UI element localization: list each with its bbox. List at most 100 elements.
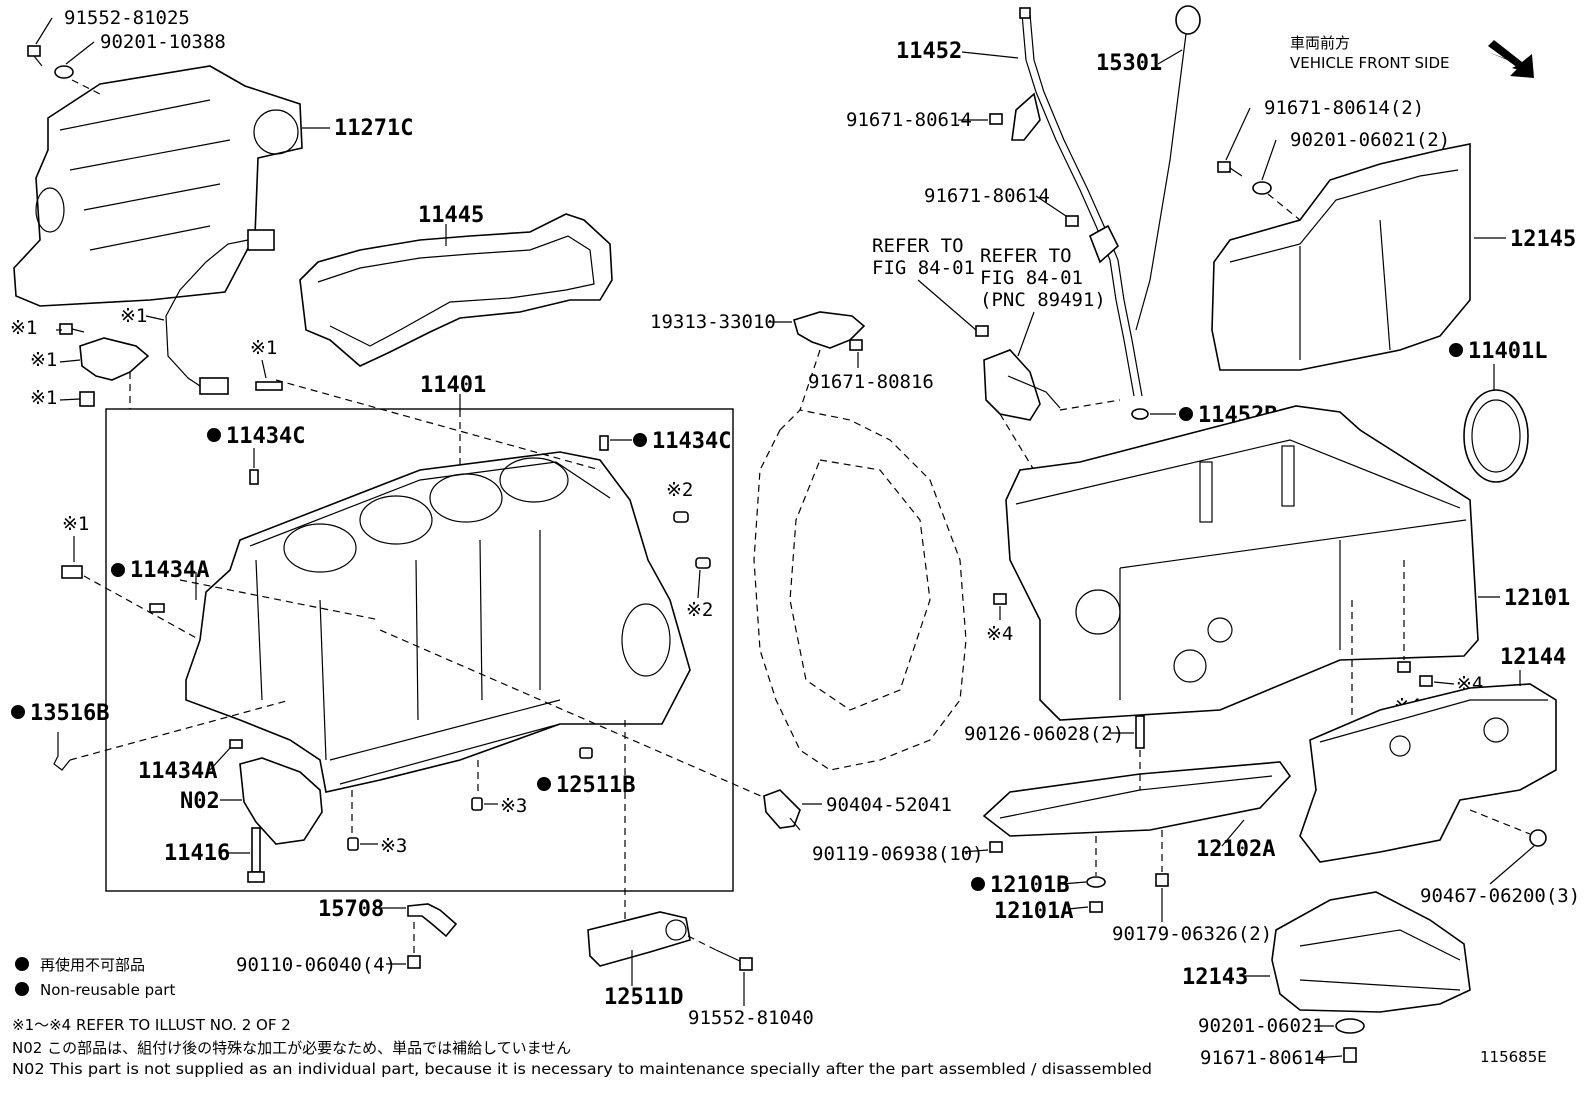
bolt-mark4-c-icon [1419,675,1433,687]
mark-1-switch: ※1 [62,513,89,535]
mark-3-b: ※3 [380,835,407,857]
callout-90201-06021-2: 90201-06021(2) [1290,129,1450,151]
mark-1-bracket: ※1 [30,349,57,371]
non-reusable-dot-13516B [11,705,25,719]
mark-1-bolt: ※1 [10,317,37,339]
mark-2-a: ※2 [666,479,693,501]
callout-91671-80614-b: 91671-80614 [924,185,1050,207]
callout-12144: 12144 [1500,645,1566,670]
callout-11271C: 11271C [334,116,413,141]
note-n02-en: N02 This part is not supplied as an indi… [12,1060,1152,1078]
legend-non-reusable-jp: 再使用不可部品 [40,956,145,974]
mark-1-nut: ※1 [30,387,57,409]
dowel-12511B-icon [579,747,593,759]
oil-pan-cover-12143-part [1271,891,1471,1013]
dipstick-guide-11452-part [1011,7,1143,397]
callout-90201-10388: 90201-10388 [100,31,226,53]
non-reusable-dot-11401L [1449,343,1463,357]
callout-11452: 11452 [896,39,962,64]
bolt-91671-80614-c-icon [1343,1047,1357,1063]
callout-13516B: 13516B [30,701,109,726]
mark-1-sensor-wire: ※1 [120,305,147,327]
non-reusable-dot-12511B [537,777,551,791]
callout-90404-52041: 90404-52041 [826,794,952,816]
drain-plug-12101A-icon [1089,901,1103,913]
bolt-90110-06040-icon [407,955,421,969]
bolt-91552-81040-icon [715,949,753,971]
callout-15708: 15708 [318,897,384,922]
oil-pan-baffle-12145-part [1211,143,1471,371]
callout-12145: 12145 [1510,227,1576,252]
refer-fig-a-line2: FIG 84-01 [872,257,975,279]
dowel-11434A-bottom-icon [229,739,243,749]
callout-91671-80816: 91671-80816 [808,371,934,393]
callout-N02: N02 [180,789,220,814]
mark-2-b: ※2 [686,599,713,621]
bolt-91552-81025-icon [27,45,43,67]
callout-15301: 15301 [1096,51,1162,76]
washer-90201-06021-2-icon [1252,181,1272,195]
callout-11434C-right: 11434C [652,429,731,454]
bolt-91671-80614-2-icon [1217,161,1243,177]
stiffener-12144-part [1299,683,1557,863]
note-refer-illust: ※1～※4 REFER TO ILLUST NO. 2 OF 2 [12,1016,291,1034]
callout-11434A-bottom: 11434A [138,759,217,784]
refer-fig-a-line1: REFER TO [872,235,964,257]
callout-12101B: 12101B [990,873,1069,898]
callout-90201-06021: 90201-06021 [1198,1015,1324,1037]
direction-label-jp: 車両前方 [1290,34,1350,52]
bolt-91671-80614-b-icon [1065,215,1079,227]
non-reusable-dot-11434C-right [633,433,647,447]
callout-91552-81025: 91552-81025 [64,7,190,29]
oil-seal-11401L-part [1463,389,1529,483]
callout-11434A-top: 11434A [130,558,209,583]
mark-1-stud: ※1 [250,337,277,359]
legend-non-reusable-en: Non-reusable part [40,981,175,999]
gasket-12101B-icon [1086,876,1106,888]
callout-11401L: 11401L [1468,339,1547,364]
refer-fig-b-line2: FIG 84-01 [980,267,1083,289]
mark-3-a: ※3 [500,795,527,817]
callout-90119-06938: 90119-06938(10) [812,843,984,865]
cylinder-block-part [185,451,691,793]
oil-pan-12102A-part [982,761,1292,837]
plug-90467-06200-icon [1529,829,1547,847]
callout-11401: 11401 [420,373,486,398]
knock-sensor-90404-52041-part [763,789,801,831]
bolt-mark4-b-icon [1397,661,1411,673]
callout-91671-80614-c: 91671-80614 [1200,1047,1326,1069]
non-reusable-dot-11434C-left [207,428,221,442]
timing-chain-case-part [13,65,303,307]
washer-90201-06021-icon [1335,1018,1365,1034]
callout-12101A: 12101A [994,899,1073,924]
bracket-15708-part [407,903,458,938]
stud-90126-06028-icon [1135,715,1145,749]
bracket-mark1-part [79,337,150,381]
callout-90179-06326: 90179-06326(2) [1112,923,1272,945]
washer-90201-10388-icon [54,65,74,79]
pin-mark3-a-icon [471,797,483,811]
refer-fig-b-line1: REFER TO [980,245,1072,267]
pin-mark2-b-icon [695,557,711,569]
dowel-11434A-top-icon [149,603,165,613]
bolt-mark4-a-icon [993,593,1007,605]
oil-pump-strainer-part [983,349,1061,421]
oil-baffle-11445-part [299,213,613,367]
callout-12511B: 12511B [556,773,635,798]
callout-91552-81040: 91552-81040 [688,1007,814,1029]
callout-19313-33010: 19313-33010 [650,311,776,333]
pin-mark2-a-icon [673,511,689,523]
legend-dot-jp [15,957,29,971]
crank-position-sensor-part [165,229,283,395]
non-reusable-dot-12101B [971,877,985,891]
legend-dot-en [15,982,29,996]
refer-fig-b-line3: (PNC 89491) [980,289,1106,311]
dowel-11434C-left-icon [249,469,259,485]
non-reusable-dot-11434A-top [111,563,125,577]
cylinder-block-group-frame [105,408,734,892]
vehicle-front-arrow-icon [1488,40,1534,78]
o-ring-11452B-icon [1131,408,1149,420]
callout-12101: 12101 [1504,586,1570,611]
bolt-mark1-icon [59,323,85,335]
